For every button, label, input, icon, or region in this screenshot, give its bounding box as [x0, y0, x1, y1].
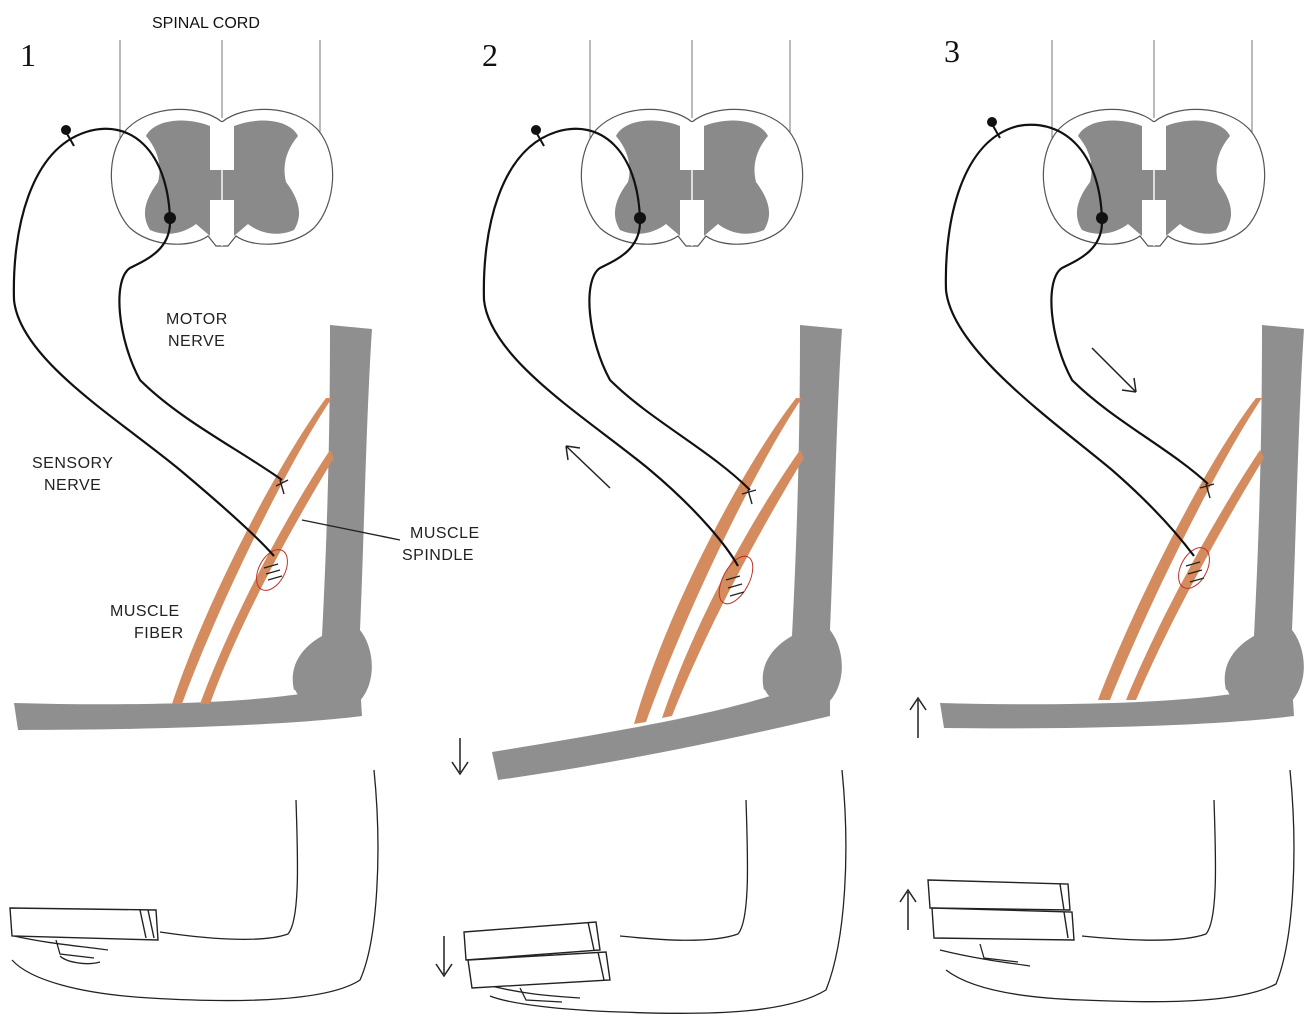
arm-sketch	[12, 770, 378, 1001]
synapse-icon	[164, 212, 176, 224]
motor-nerve-label: NERVE	[168, 333, 225, 350]
motor-signal-arrow-icon	[1092, 348, 1136, 392]
spinal-cord-label: SPINAL CORD	[152, 15, 260, 32]
humerus-bone	[293, 325, 372, 714]
spinal-cord-cross-section	[581, 40, 802, 246]
hand-sketch	[14, 936, 108, 964]
panel-number-1: 1	[20, 37, 36, 73]
humerus-bone	[763, 325, 842, 714]
panel-2	[436, 40, 846, 1013]
muscle-fiber-label: MUSCLE	[110, 603, 180, 620]
panel-number-3: 3	[944, 33, 960, 69]
sensory-label: SENSORY	[32, 455, 113, 472]
book-icon	[10, 908, 158, 940]
sensory-nerve-label: NERVE	[44, 477, 101, 494]
motor-nerve	[589, 222, 750, 490]
spindle-label: SPINDLE	[402, 547, 474, 564]
down-arrow-icon	[436, 936, 452, 976]
muscle-spindle-label: MUSCLE	[410, 525, 480, 542]
hand-sketch	[940, 944, 1030, 966]
forearm-bone	[492, 684, 830, 780]
synapse-icon	[634, 212, 646, 224]
dorsal-root-ganglion-icon	[987, 117, 997, 127]
fiber-label: FIBER	[134, 625, 184, 642]
panel-1: MOTOR NERVE SENSORY NERVE MUSCLE SPINDLE…	[10, 40, 480, 1001]
synapse-icon	[1096, 212, 1108, 224]
up-arrow-icon	[900, 890, 916, 930]
humerus-bone	[1225, 325, 1304, 714]
down-arrow-icon	[452, 738, 468, 774]
spinal-cord-cross-section	[111, 40, 332, 246]
motor-nerve	[1051, 222, 1208, 484]
panel-number-2: 2	[482, 37, 498, 73]
motor-label: MOTOR	[166, 311, 228, 328]
book-icon	[932, 908, 1074, 940]
up-arrow-icon	[910, 698, 926, 738]
dorsal-root-ganglion-icon	[531, 125, 541, 135]
sensory-signal-arrow-icon	[566, 446, 610, 488]
book-icon	[928, 880, 1070, 910]
panel-3	[900, 40, 1304, 1002]
dorsal-root-ganglion-icon	[61, 125, 71, 135]
